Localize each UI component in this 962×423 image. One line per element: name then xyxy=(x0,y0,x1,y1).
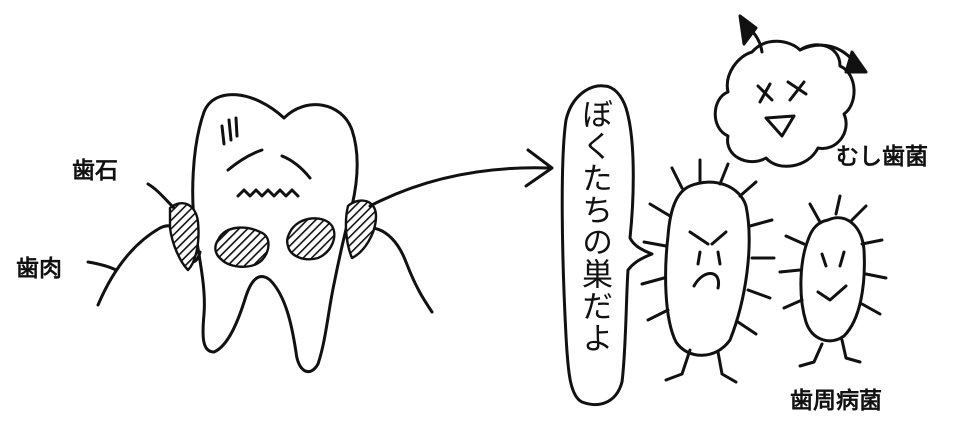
speech-bubble-text: ぼくたちの巣だよ xyxy=(576,98,612,354)
gum-pointer-line xyxy=(86,260,118,272)
periodontal-bacterium-a-legs xyxy=(664,348,738,384)
cavity-bacterium-body xyxy=(713,39,856,168)
arrow-head xyxy=(524,148,554,188)
periodontal-bacteria-label: 歯周病菌 xyxy=(790,388,882,414)
periodontal-bacterium-a-body xyxy=(664,180,751,357)
tartar-label: 歯石 xyxy=(72,158,118,184)
plaque-spot-left xyxy=(214,226,270,268)
arrow-to-bubble xyxy=(368,166,550,208)
tooth-outline xyxy=(191,93,359,374)
plaque-spot-right xyxy=(285,217,336,261)
tooth-scratch-marks xyxy=(220,116,239,146)
speech-bubble-outline xyxy=(560,84,654,406)
periodontal-bacterium-b-face xyxy=(816,250,848,302)
cavity-bacteria-label: むし歯菌 xyxy=(836,144,928,170)
tartar-pointer-line xyxy=(146,182,176,210)
periodontal-bacterium-b-legs xyxy=(798,338,862,368)
cavity-bacterium-horn-tips xyxy=(738,14,868,74)
periodontal-bacterium-a-face xyxy=(688,230,728,290)
periodontal-bacterium-a-whiskers xyxy=(640,158,776,336)
gum-label: 歯肉 xyxy=(16,256,62,282)
tartar-deposit-right xyxy=(344,199,378,260)
cavity-bacterium-face xyxy=(756,80,808,138)
tartar-deposit-left xyxy=(168,202,200,272)
periodontal-bacterium-b-body xyxy=(799,216,866,343)
tooth-face xyxy=(226,148,312,198)
periodontal-bacterium-b-whiskers xyxy=(778,194,888,316)
